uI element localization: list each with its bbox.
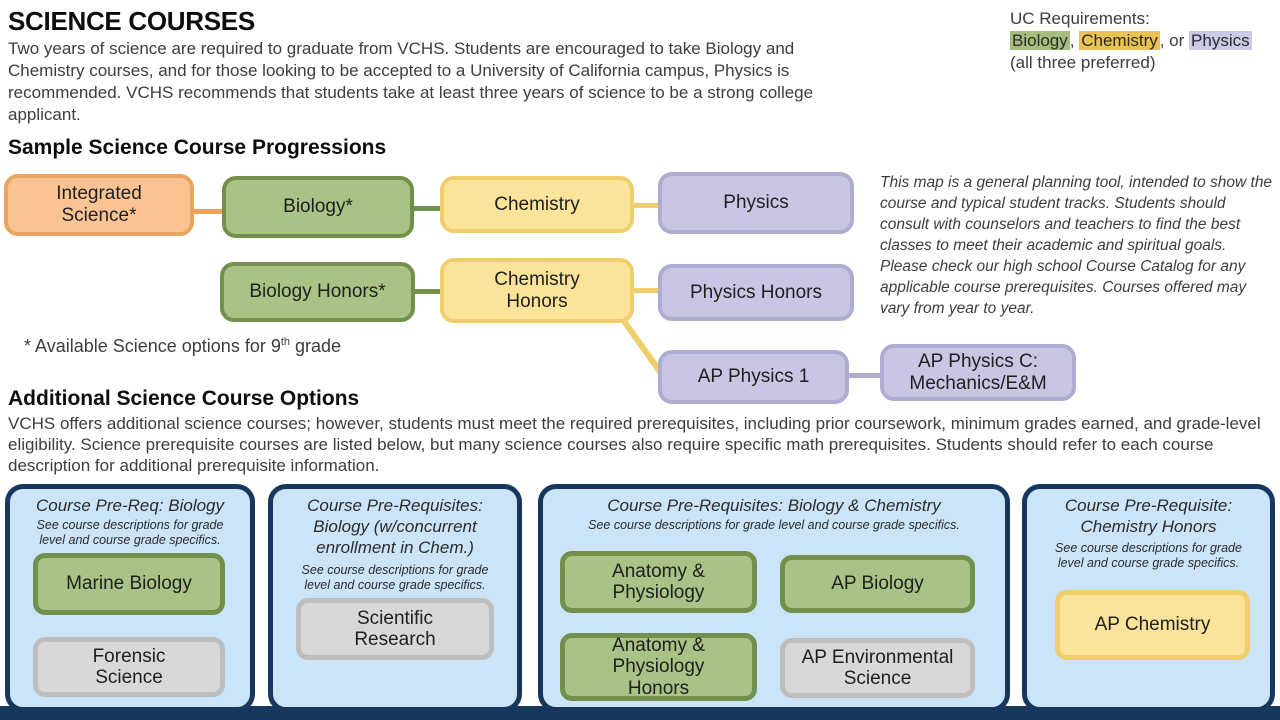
uc-requirements-label: UC Requirements: [1010, 9, 1150, 28]
course-chip-ap-biology: AP Biology [780, 555, 975, 613]
course-box-ap-physics-c: AP Physics C: Mechanics/E&M [880, 344, 1076, 401]
connector-chemistryhonors-physicshonors [631, 288, 660, 293]
course-box-integrated-science: Integrated Science* [4, 174, 194, 236]
course-box-physics: Physics [658, 172, 854, 234]
course-chip-marine-biology: Marine Biology [33, 553, 225, 615]
uc-separator-1: , [1069, 31, 1080, 50]
planning-tool-note: This map is a general planning tool, int… [880, 174, 1273, 317]
course-box-chemistry-honors: Chemistry Honors [440, 258, 634, 323]
group-title: Course Pre-Requisite: Chemistry Honors [1064, 496, 1233, 536]
uc-separator-2: , or [1159, 31, 1190, 50]
prereq-group-biology-concurrent-chem: Course Pre-Requisites: Biology (w/concur… [268, 484, 522, 712]
connector-biologyhonors-chemistryhonors [412, 289, 442, 294]
uc-biology-highlight: Biology [1010, 31, 1070, 50]
course-chip-ap-environmental-science: AP Environmental Science [780, 638, 975, 698]
footnote-superscript: th [280, 336, 291, 348]
prereq-group-biology-and-chemistry: Course Pre-Requisites: Biology & Chemist… [538, 484, 1010, 712]
uc-requirements-note: (all three preferred) [1010, 53, 1156, 72]
group-subtitle: See course descriptions for grade level … [1055, 541, 1242, 570]
uc-chemistry-highlight: Chemistry [1079, 31, 1160, 50]
course-box-biology-honors: Biology Honors* [220, 262, 415, 322]
course-box-ap-physics-1: AP Physics 1 [658, 350, 849, 404]
intro-text: Two years of science are required to gra… [8, 39, 814, 124]
uc-requirements: UC Requirements: Biology, Chemistry, or … [1010, 8, 1278, 74]
group-subtitle: See course descriptions for grade level … [36, 518, 224, 547]
prereq-group-chemistry-honors: Course Pre-Requisite: Chemistry Honors S… [1022, 484, 1275, 712]
course-chip-ap-chemistry: AP Chemistry [1055, 590, 1250, 660]
group-title: Course Pre-Requisites: Biology & Chemist… [607, 496, 941, 515]
course-chip-forensic-science: Forensic Science [33, 637, 225, 697]
prereq-group-biology: Course Pre-Req: Biology See course descr… [5, 484, 255, 712]
group-title: Course Pre-Requisites: Biology (w/concur… [307, 496, 483, 557]
course-box-biology: Biology* [222, 176, 414, 238]
course-chip-anatomy-physiology: Anatomy & Physiology [560, 551, 757, 613]
additional-options-heading: Additional Science Course Options [8, 387, 360, 410]
course-chip-anatomy-physiology-honors: Anatomy & Physiology Honors [560, 633, 757, 701]
connector-chemistry-physics [631, 203, 660, 208]
connector-apphysics1-apphysicsc [846, 373, 882, 378]
additional-options-paragraph: VCHS offers additional science courses; … [8, 414, 1261, 475]
course-box-physics-honors: Physics Honors [658, 264, 854, 321]
ninth-grade-footnote: * Available Science options for 9th grad… [24, 336, 342, 356]
group-subtitle: See course descriptions for grade level … [301, 563, 489, 592]
connector-chemistryhonors-apphysics1 [616, 312, 666, 378]
uc-physics-highlight: Physics [1189, 31, 1252, 50]
group-subtitle: See course descriptions for grade level … [588, 518, 960, 532]
course-chip-scientific-research: Scientific Research [296, 598, 494, 660]
page-title: SCIENCE COURSES [8, 6, 255, 36]
group-title: Course Pre-Req: Biology [35, 496, 225, 515]
progressions-heading: Sample Science Course Progressions [8, 136, 387, 159]
course-box-chemistry: Chemistry [440, 176, 634, 233]
connector-integrated-biology [190, 209, 224, 214]
connector-biology-chemistry [411, 206, 442, 211]
